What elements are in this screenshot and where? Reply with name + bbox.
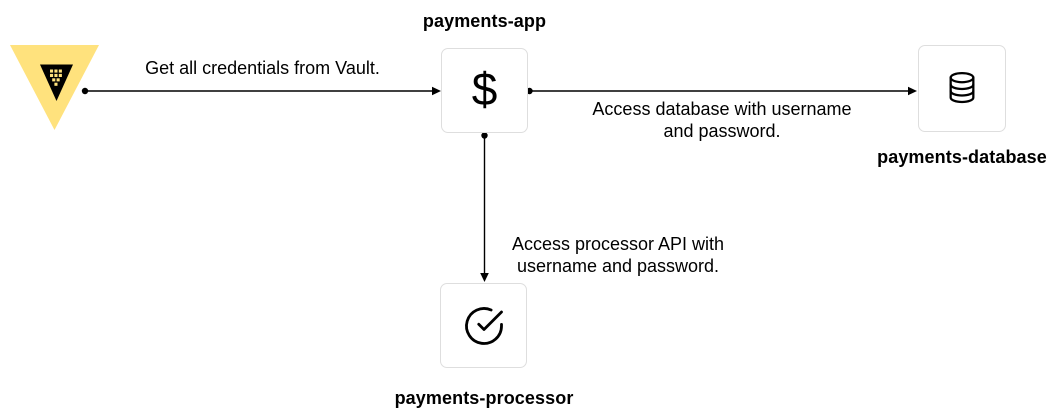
node-payments-app: $ bbox=[441, 48, 528, 133]
edge-app-to-processor bbox=[480, 132, 489, 282]
node-title-payments-app: payments-app bbox=[422, 11, 547, 31]
edge-label-get-credentials: Get all credentials from Vault. bbox=[145, 58, 380, 78]
vault-logo-icon bbox=[10, 45, 99, 130]
node-payments-processor bbox=[440, 283, 527, 368]
node-title-payments-processor: payments-processor bbox=[394, 388, 574, 408]
check-circle-icon bbox=[463, 305, 505, 347]
database-icon bbox=[945, 70, 979, 108]
node-title-payments-database: payments-database bbox=[877, 147, 1047, 167]
dollar-icon: $ bbox=[471, 62, 498, 115]
edge-app-to-database bbox=[526, 86, 917, 96]
edge-label-access-database: Access database with username and passwo… bbox=[592, 99, 852, 141]
vault-logo-outer-triangle bbox=[10, 45, 99, 130]
vault-logo-inner-triangle bbox=[40, 64, 73, 101]
vault-logo-dots bbox=[50, 69, 62, 86]
node-payments-database bbox=[918, 45, 1006, 132]
edge-label-access-processor: Access processor API with username and p… bbox=[511, 234, 725, 276]
edge-vault-to-app bbox=[81, 86, 441, 96]
